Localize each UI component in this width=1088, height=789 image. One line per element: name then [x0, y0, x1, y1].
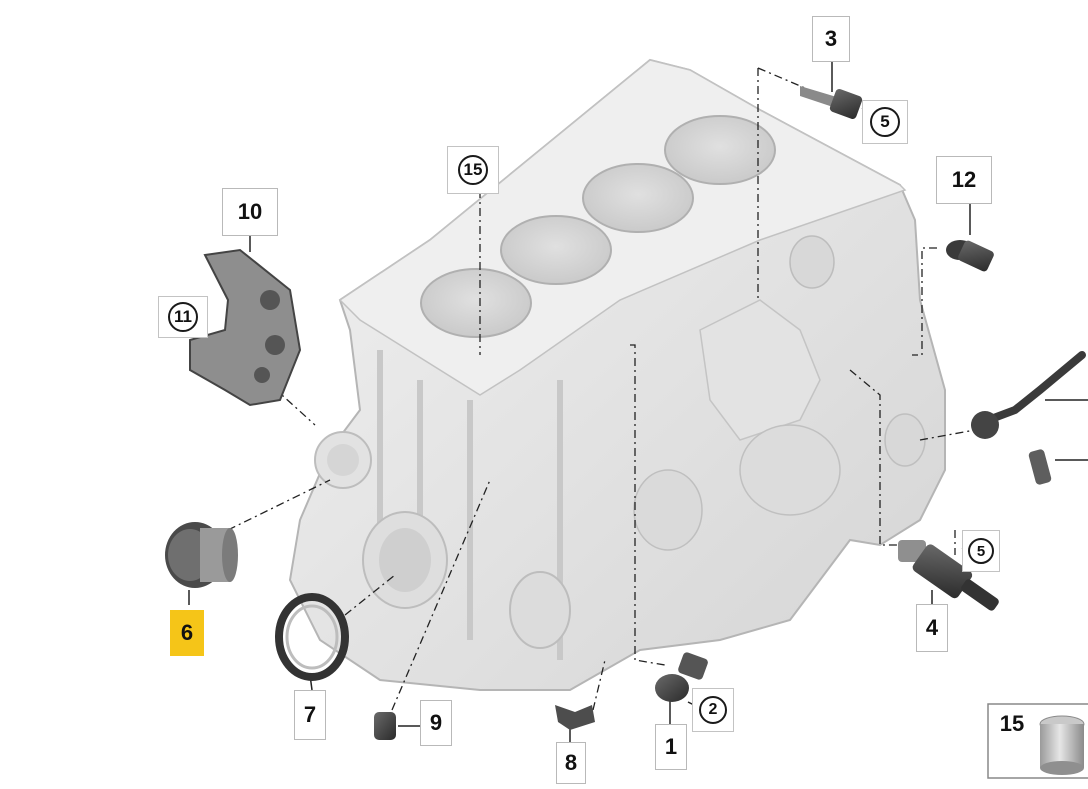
oil-pressure-valve-part: [898, 540, 999, 611]
clip-part: [555, 705, 595, 730]
callout-15-inset[interactable]: 15: [999, 711, 1025, 736]
callout-5-top[interactable]: 5: [870, 107, 900, 137]
callout-11[interactable]: 11: [168, 302, 198, 332]
knock-sensor-part: [655, 652, 708, 702]
sealing-plug-part: [165, 522, 238, 588]
callout-12[interactable]: 12: [936, 156, 992, 204]
callout-3[interactable]: 3: [812, 16, 850, 62]
callout-11-frame: 11: [158, 296, 208, 338]
cylinder-bore: [420, 268, 532, 338]
bracket-part: [189, 248, 302, 407]
plug-bolt-part: [374, 712, 396, 740]
callout-8[interactable]: 8: [556, 742, 586, 784]
callout-2[interactable]: 2: [699, 696, 727, 724]
pressure-sensor-part: [946, 240, 994, 272]
dowel-sleeve-part: [1039, 715, 1085, 775]
callout-5-lower-frame: 5: [962, 530, 1000, 572]
leader-lines: [227, 67, 976, 711]
cylinder-bore: [500, 215, 612, 285]
callout-5-top-frame: 5: [862, 100, 908, 144]
callout-4[interactable]: 4: [916, 604, 948, 652]
callout-5-lower[interactable]: 5: [968, 538, 994, 564]
camshaft-sensor-part: [800, 86, 863, 119]
callout-7[interactable]: 7: [294, 690, 326, 740]
sensor-line-part: [971, 351, 1086, 485]
cylinder-bore: [664, 115, 776, 185]
cylinder-bore: [582, 163, 694, 233]
callout-2-frame: 2: [692, 688, 734, 732]
engine-block: [288, 58, 946, 691]
detail-inset-frame: [987, 703, 1088, 779]
callout-9[interactable]: 9: [420, 700, 452, 746]
callout-6-highlighted[interactable]: 6: [170, 610, 204, 656]
callout-15-block[interactable]: 15: [458, 155, 488, 185]
shaft-seal-part: [275, 593, 349, 681]
callout-15-block-frame: 15: [447, 146, 499, 194]
callout-1[interactable]: 1: [655, 724, 687, 770]
callout-10[interactable]: 10: [222, 188, 278, 236]
